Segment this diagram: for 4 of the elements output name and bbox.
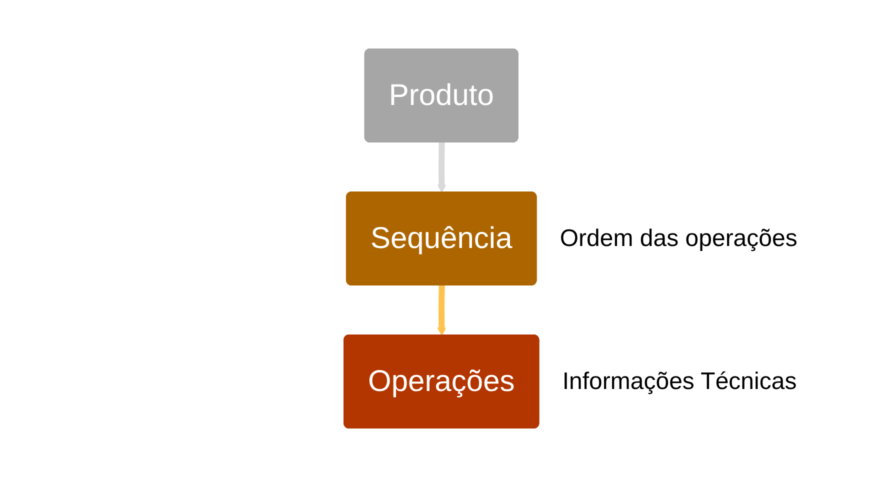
bullet-note: Informações Técnicas	[562, 368, 797, 396]
arrow	[436, 142, 446, 193]
arrow	[436, 285, 446, 336]
bullet-note: Ordem das operações	[560, 224, 798, 252]
